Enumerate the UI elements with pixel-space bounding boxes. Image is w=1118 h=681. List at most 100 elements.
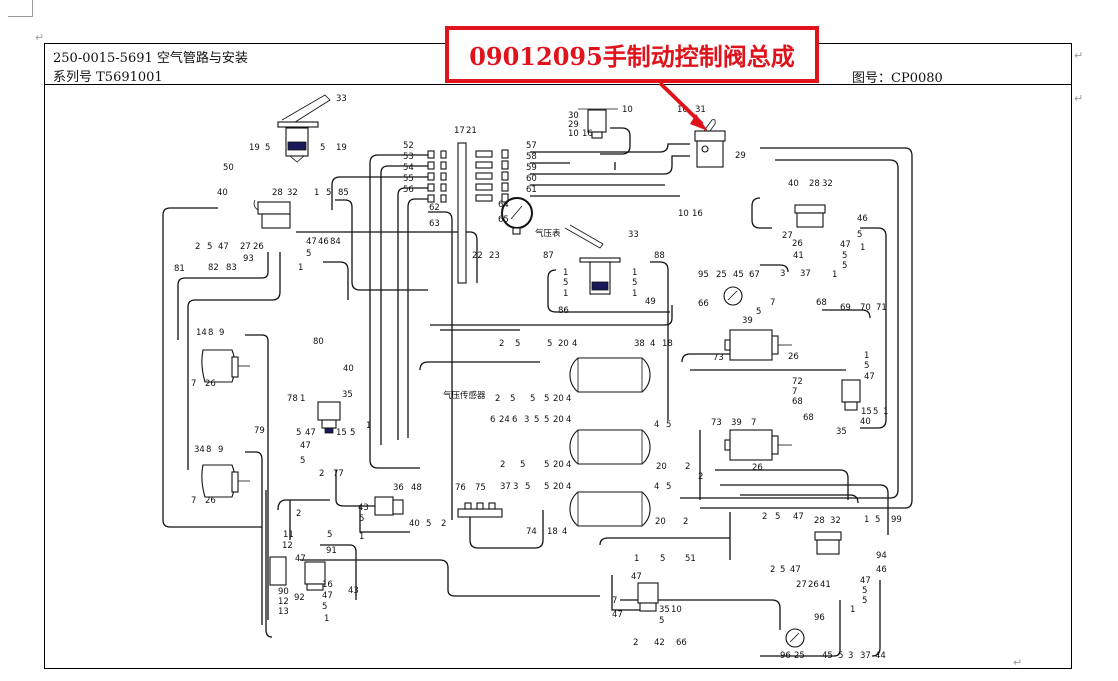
part-label: 73 bbox=[713, 353, 724, 363]
part-label: 55 bbox=[403, 174, 414, 184]
part-label: 47 bbox=[793, 512, 804, 522]
part-label: 1 bbox=[864, 351, 869, 361]
part-label: 61 bbox=[526, 185, 537, 195]
brake-chamber-left-upper bbox=[201, 349, 250, 383]
part-label: 10 bbox=[678, 209, 689, 219]
part-label: 26 bbox=[792, 239, 803, 249]
part-label: 5 bbox=[842, 251, 847, 261]
part-label: 65 bbox=[498, 215, 509, 225]
part-label: 25 bbox=[716, 270, 727, 280]
part-label: 16 bbox=[582, 129, 593, 139]
part-label: 58 bbox=[526, 152, 537, 162]
drawing-number: 图号：CP0080 bbox=[852, 71, 943, 86]
part-label: 21 bbox=[466, 126, 477, 136]
valve-91 bbox=[304, 561, 326, 591]
part-label: 5 bbox=[666, 420, 671, 430]
part-label: 18 bbox=[547, 527, 558, 537]
part-label: 5 bbox=[842, 261, 847, 271]
part-label: 4 bbox=[566, 460, 571, 470]
part-label: 90 bbox=[278, 587, 289, 597]
part-label: 11 bbox=[283, 530, 294, 540]
relay-valve-bottom-right bbox=[814, 531, 842, 555]
part-label: 5 bbox=[875, 515, 880, 525]
part-label: 1 bbox=[632, 289, 637, 299]
part-label: 68 bbox=[816, 298, 827, 308]
part-label: 2 bbox=[296, 509, 301, 519]
callout-text: 09012095手制动控制阀总成 bbox=[469, 42, 795, 71]
part-label: 78 bbox=[287, 394, 298, 404]
part-label: 5 bbox=[520, 460, 525, 470]
part-label: 35 bbox=[342, 390, 353, 400]
part-label: 16 bbox=[322, 580, 333, 590]
part-label: 1 bbox=[850, 605, 855, 615]
part-label: 45 bbox=[822, 651, 833, 661]
part-label: 75 bbox=[475, 483, 486, 493]
part-label: 36 bbox=[393, 483, 404, 493]
part-label: 5 bbox=[775, 512, 780, 522]
part-label: 40 bbox=[409, 519, 420, 529]
part-label: 32 bbox=[830, 516, 841, 526]
serial-number: 系列号 T5691001 bbox=[53, 70, 163, 85]
part-label: 96 bbox=[780, 651, 791, 661]
part-callout-box: 09012095手制动控制阀总成 bbox=[445, 26, 819, 83]
part-label: 57 bbox=[526, 141, 537, 151]
part-label: 30 bbox=[568, 111, 579, 121]
part-label: 47 bbox=[306, 237, 317, 247]
part-label: 7 bbox=[191, 379, 196, 389]
part-label: 47 bbox=[300, 441, 311, 451]
valve-left-35 bbox=[317, 401, 341, 434]
manifold-fittings-right bbox=[475, 149, 509, 203]
part-label: 3 bbox=[524, 415, 529, 425]
part-label: 20 bbox=[655, 517, 666, 527]
part-label: 4 bbox=[654, 482, 659, 492]
part-label: 40 bbox=[343, 364, 354, 374]
part-label: 18 bbox=[662, 339, 673, 349]
part-label: 1 bbox=[832, 270, 837, 280]
part-label: 20 bbox=[553, 460, 564, 470]
part-label: 91 bbox=[326, 546, 337, 556]
part-label: 52 bbox=[403, 141, 414, 151]
part-label: 29 bbox=[735, 151, 746, 161]
relay-valve-right bbox=[794, 204, 826, 228]
part-label: 19 bbox=[336, 143, 347, 153]
part-label: 4 bbox=[566, 394, 571, 404]
part-label: 5 bbox=[534, 415, 539, 425]
part-label: 59 bbox=[526, 163, 537, 173]
part-label: 5 bbox=[659, 616, 664, 626]
paragraph-mark: ↵ bbox=[1013, 656, 1023, 669]
paragraph-mark: ↵ bbox=[1074, 92, 1084, 105]
part-label: 99 bbox=[891, 515, 902, 525]
part-label: 5 bbox=[873, 407, 878, 417]
part-label: 2 bbox=[499, 339, 504, 349]
part-label: 22 bbox=[472, 251, 483, 261]
part-label: 5 bbox=[756, 307, 761, 317]
part-label: 1 bbox=[634, 554, 639, 564]
part-label: 77 bbox=[333, 469, 344, 479]
part-label: 80 bbox=[313, 337, 324, 347]
part-label: 5 bbox=[838, 651, 843, 661]
part-label: 73 bbox=[711, 418, 722, 428]
air-tank-upper bbox=[569, 357, 651, 393]
part-label: 5 bbox=[544, 394, 549, 404]
callout-arrow-head bbox=[690, 114, 708, 131]
part-label: 9 bbox=[219, 328, 224, 338]
part-label: 1 bbox=[864, 515, 869, 525]
part-label: 2 bbox=[762, 512, 767, 522]
part-label: 39 bbox=[731, 418, 742, 428]
part-label: 47 bbox=[295, 554, 306, 564]
part-label: 66 bbox=[676, 638, 687, 648]
valve-90 bbox=[269, 556, 287, 586]
part-label: 1 bbox=[314, 188, 319, 198]
upper-valve bbox=[578, 108, 618, 139]
part-label: 56 bbox=[403, 185, 414, 195]
part-label: 2 bbox=[319, 469, 324, 479]
part-label: 2 bbox=[698, 472, 703, 482]
part-label: 5 bbox=[530, 394, 535, 404]
part-label: 7 bbox=[191, 496, 196, 506]
part-label: 82 bbox=[208, 263, 219, 273]
paragraph-mark: ↵ bbox=[35, 31, 45, 44]
part-label: 23 bbox=[489, 251, 500, 261]
part-label: 5 bbox=[563, 278, 568, 288]
hand-brake-control-valve-09012095 bbox=[694, 119, 726, 168]
part-label: 4 bbox=[650, 339, 655, 349]
